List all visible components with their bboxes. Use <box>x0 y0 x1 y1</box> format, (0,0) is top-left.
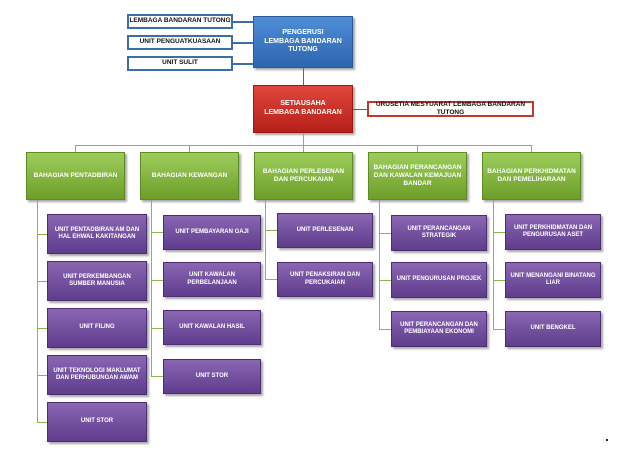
connector-line <box>531 145 532 152</box>
department-pentadbiran: BAHAGIAN PENTADBIRAN <box>26 152 125 200</box>
connector-line <box>37 281 47 282</box>
connector-line <box>151 200 152 377</box>
connector-line <box>493 280 505 281</box>
connector-line <box>353 109 369 110</box>
connector-line <box>265 230 277 231</box>
unit-box: UNIT PEMBAYARAN GAJI <box>163 215 261 250</box>
lembaga-bandaran-box: LEMBAGA BANDARAN TUTONG <box>127 14 233 29</box>
urusetia-box: URUSETIA MESYUARAT LEMBAGA BANDARAN TUTO… <box>367 101 534 117</box>
connector-line <box>37 200 38 423</box>
department-perlesenan: BAHAGIAN PERLESENAN DAN PERCUKAIAN <box>254 152 353 200</box>
unit-box: UNIT PERANCANGAN DAN PEMBIAYAAN EKONOMI <box>391 311 487 347</box>
stray-dot <box>606 439 608 441</box>
unit-box: UNIT KAWALAN PERBELANJAAN <box>163 262 261 297</box>
connector-line <box>233 42 253 44</box>
connector-line <box>379 200 380 330</box>
department-perancangan: BAHAGIAN PERANCANGAN DAN KAWALAN KEMAJUA… <box>368 152 467 200</box>
connector-line <box>379 233 391 234</box>
connector-line <box>379 329 391 330</box>
secretary-box: SETIAUSAHA LEMBAGA BANDARAN <box>253 85 353 133</box>
unit-box: UNIT PENAKSIRAN DAN PERCUKAIAN <box>277 262 373 297</box>
connector-line <box>151 280 163 281</box>
connector-line <box>189 145 190 152</box>
connector-line <box>151 328 163 329</box>
connector-line <box>37 422 47 423</box>
connector-line <box>303 133 304 145</box>
unit-box: UNIT PERKEMBANGAN SUMBER MANUSIA <box>47 261 147 301</box>
unit-sulit-box: UNIT SULIT <box>127 56 233 71</box>
unit-box: UNIT STOR <box>47 402 147 442</box>
connector-line <box>265 200 266 280</box>
connector-line <box>265 279 277 280</box>
unit-box: UNIT BENGKEL <box>505 311 601 347</box>
connector-line <box>37 328 47 329</box>
connector-line <box>37 234 47 235</box>
connector-line <box>493 200 494 330</box>
connector-line <box>303 145 304 152</box>
connector-line <box>151 232 163 233</box>
connector-line <box>233 63 253 65</box>
unit-box: UNIT KAWALAN HASIL <box>163 310 261 345</box>
unit-box: UNIT MENANGANI BINATANG LIAR <box>505 262 601 298</box>
connector-line <box>379 280 391 281</box>
connector-line <box>37 375 47 376</box>
connector-line <box>493 329 505 330</box>
unit-box: UNIT PERANCANGAN STRATEGIK <box>391 215 487 251</box>
unit-box: UNIT PENGURUSAN PROJEK <box>391 262 487 298</box>
department-perkhidmatan: BAHAGIAN PERKHIDMATAN DAN PEMELIHARAAN <box>482 152 581 200</box>
unit-box: UNIT PERKHIDMATAN DAN PENGURUSAN ASET <box>505 214 601 250</box>
unit-box: UNIT FILING <box>47 308 147 348</box>
connector-line <box>233 21 253 23</box>
connector-line <box>493 232 505 233</box>
unit-box: UNIT STOR <box>163 359 261 394</box>
connector-line <box>75 145 76 152</box>
department-kewangan: BAHAGIAN KEWANGAN <box>140 152 239 200</box>
unit-box: UNIT TEKNOLOGI MAKLUMAT DAN PERHUBUNGAN … <box>47 355 147 395</box>
connector-line <box>151 376 163 377</box>
chair-box: PENGERUSI LEMBAGA BANDARAN TUTONG <box>253 16 353 68</box>
unit-box: UNIT PENTADBIRAN AM DAN HAL EHWAL KAKITA… <box>47 214 147 254</box>
connector-line <box>303 68 304 85</box>
unit-box: UNIT PERLESENAN <box>277 213 373 248</box>
unit-penguatkuasaan-box: UNIT PENGUATKUASAAN <box>127 35 233 50</box>
connector-line <box>417 145 418 152</box>
